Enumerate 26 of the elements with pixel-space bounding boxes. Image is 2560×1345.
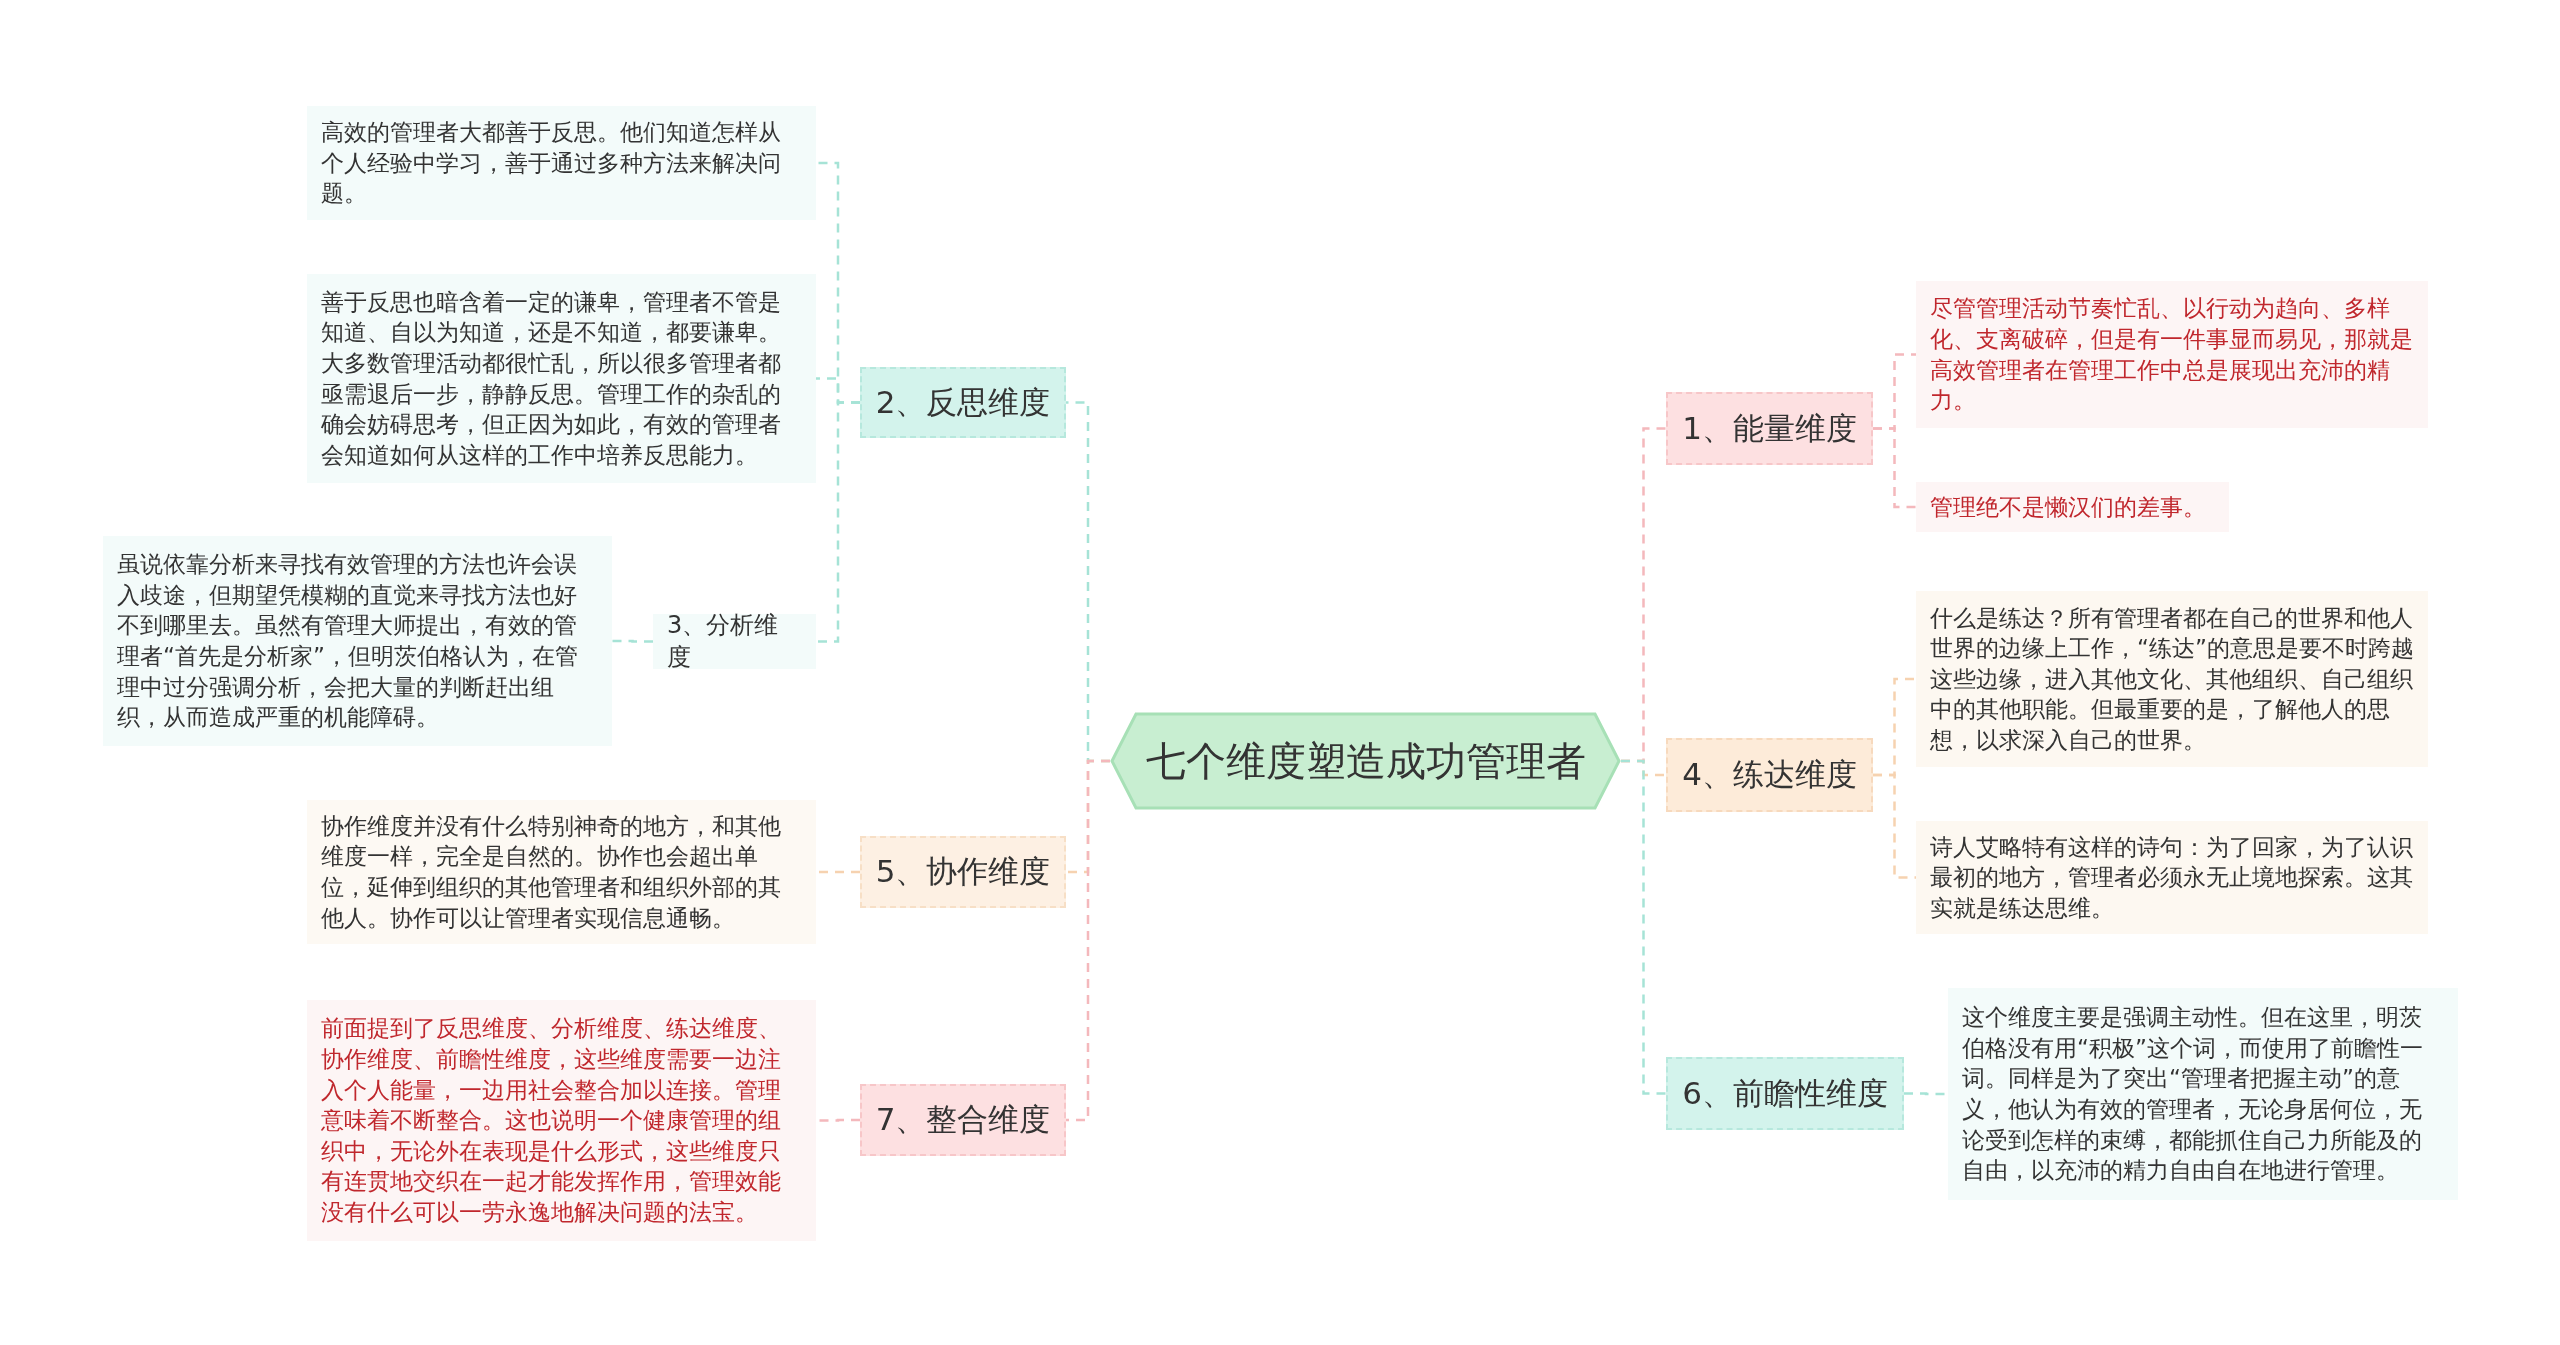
note-box: 什么是练达？所有管理者都在自己的世界和他人世界的边缘上工作，“练达”的意思是要不时跨越这些边缘，进入其他文化、其他组织、自己组织中的其他职能。但最重要的是，了解他人的思想，以求深入自己的世界。	[1916, 591, 2428, 767]
note-box: 协作维度并没有什么特别神奇的地方，和其他维度一样，完全是自然的。协作也会超出单位，延伸到组织的其他管理者和组织外部的其他人。协作可以让管理者实现信息通畅。	[307, 800, 816, 944]
note-box: 诗人艾略特有这样的诗句：为了回家，为了认识最初的地方，管理者必须永无止境地探索。这其实就是练达思维。	[1916, 821, 2428, 934]
note-box: 前面提到了反思维度、分析维度、练达维度、协作维度、前瞻性维度，这些维度需要一边注入个人能量，一边用社会整合加以连接。管理意味着不断整合。这也说明一个健康管理的组织中，无论外在表现是什么形式，这些维度只有连贯地交织在一起才能发挥作用，管理效能没有什么可以一劳永逸地解决问题的法宝。	[307, 1000, 816, 1241]
note-box: 善于反思也暗含着一定的谦卑，管理者不管是知道、自以为知道，还是不知道，都要谦卑。大多数管理活动都很忙乱，所以很多管理者都亟需退后一步，静静反思。管理工作的杂乱的确会妨碍思考，但正因为如此，有效的管理者会知道如何从这样的工作中培养反思能力。	[307, 274, 816, 483]
note-box: 管理绝不是懒汉们的差事。	[1916, 482, 2229, 532]
note-box: 高效的管理者大都善于反思。他们知道怎样从个人经验中学习，善于通过多种方法来解决问题。	[307, 106, 816, 220]
subtopic-box: 3、分析维度	[653, 614, 816, 669]
topic-box: 2、反思维度	[860, 367, 1066, 438]
connector-line	[1873, 773, 1916, 879]
topic-box: 1、能量维度	[1666, 392, 1873, 465]
note-box: 虽说依靠分析来寻找有效管理的方法也许会误入歧途，但期望凭模糊的直觉来寻找方法也好不到哪里去。虽然有管理大师提出，有效的管理者“首先是分析家”，但明茨伯格认为，在管理中过分强调分析，会把大量的判断赶出组织，从而造成严重的机能障碍。	[103, 536, 612, 746]
connector-line	[1904, 1092, 1948, 1096]
note-box: 这个维度主要是强调主动性。但在这里，明茨伯格没有用“积极”这个词，而使用了前瞻性一词。同样是为了突出“管理者把握主动”的意义，他认为有效的管理者，无论身居何位，无论受到怎样的束缚，都能抓住自己力所能及的自由，以充沛的精力自由自在地进行管理。	[1948, 988, 2458, 1200]
note-box: 尽管管理活动节奏忙乱、以行动为趋向、多样化、支离破碎，但是有一件事显而易见，那就是高效管理者在管理工作中总是展现出充沛的精力。	[1916, 281, 2428, 428]
connector-line	[1621, 759, 1666, 1095]
topic-box: 7、整合维度	[860, 1084, 1066, 1156]
topic-box: 4、练达维度	[1666, 738, 1873, 812]
central-topic-text: 七个维度塑造成功管理者	[1145, 736, 1586, 786]
connector-line	[612, 639, 653, 643]
connector-line	[1066, 759, 1110, 1122]
connector-line	[1873, 427, 1916, 509]
connector-line	[816, 401, 860, 643]
connector-line	[816, 870, 860, 874]
topic-box: 5、协作维度	[860, 836, 1066, 908]
topic-box: 6、前瞻性维度	[1666, 1057, 1904, 1130]
